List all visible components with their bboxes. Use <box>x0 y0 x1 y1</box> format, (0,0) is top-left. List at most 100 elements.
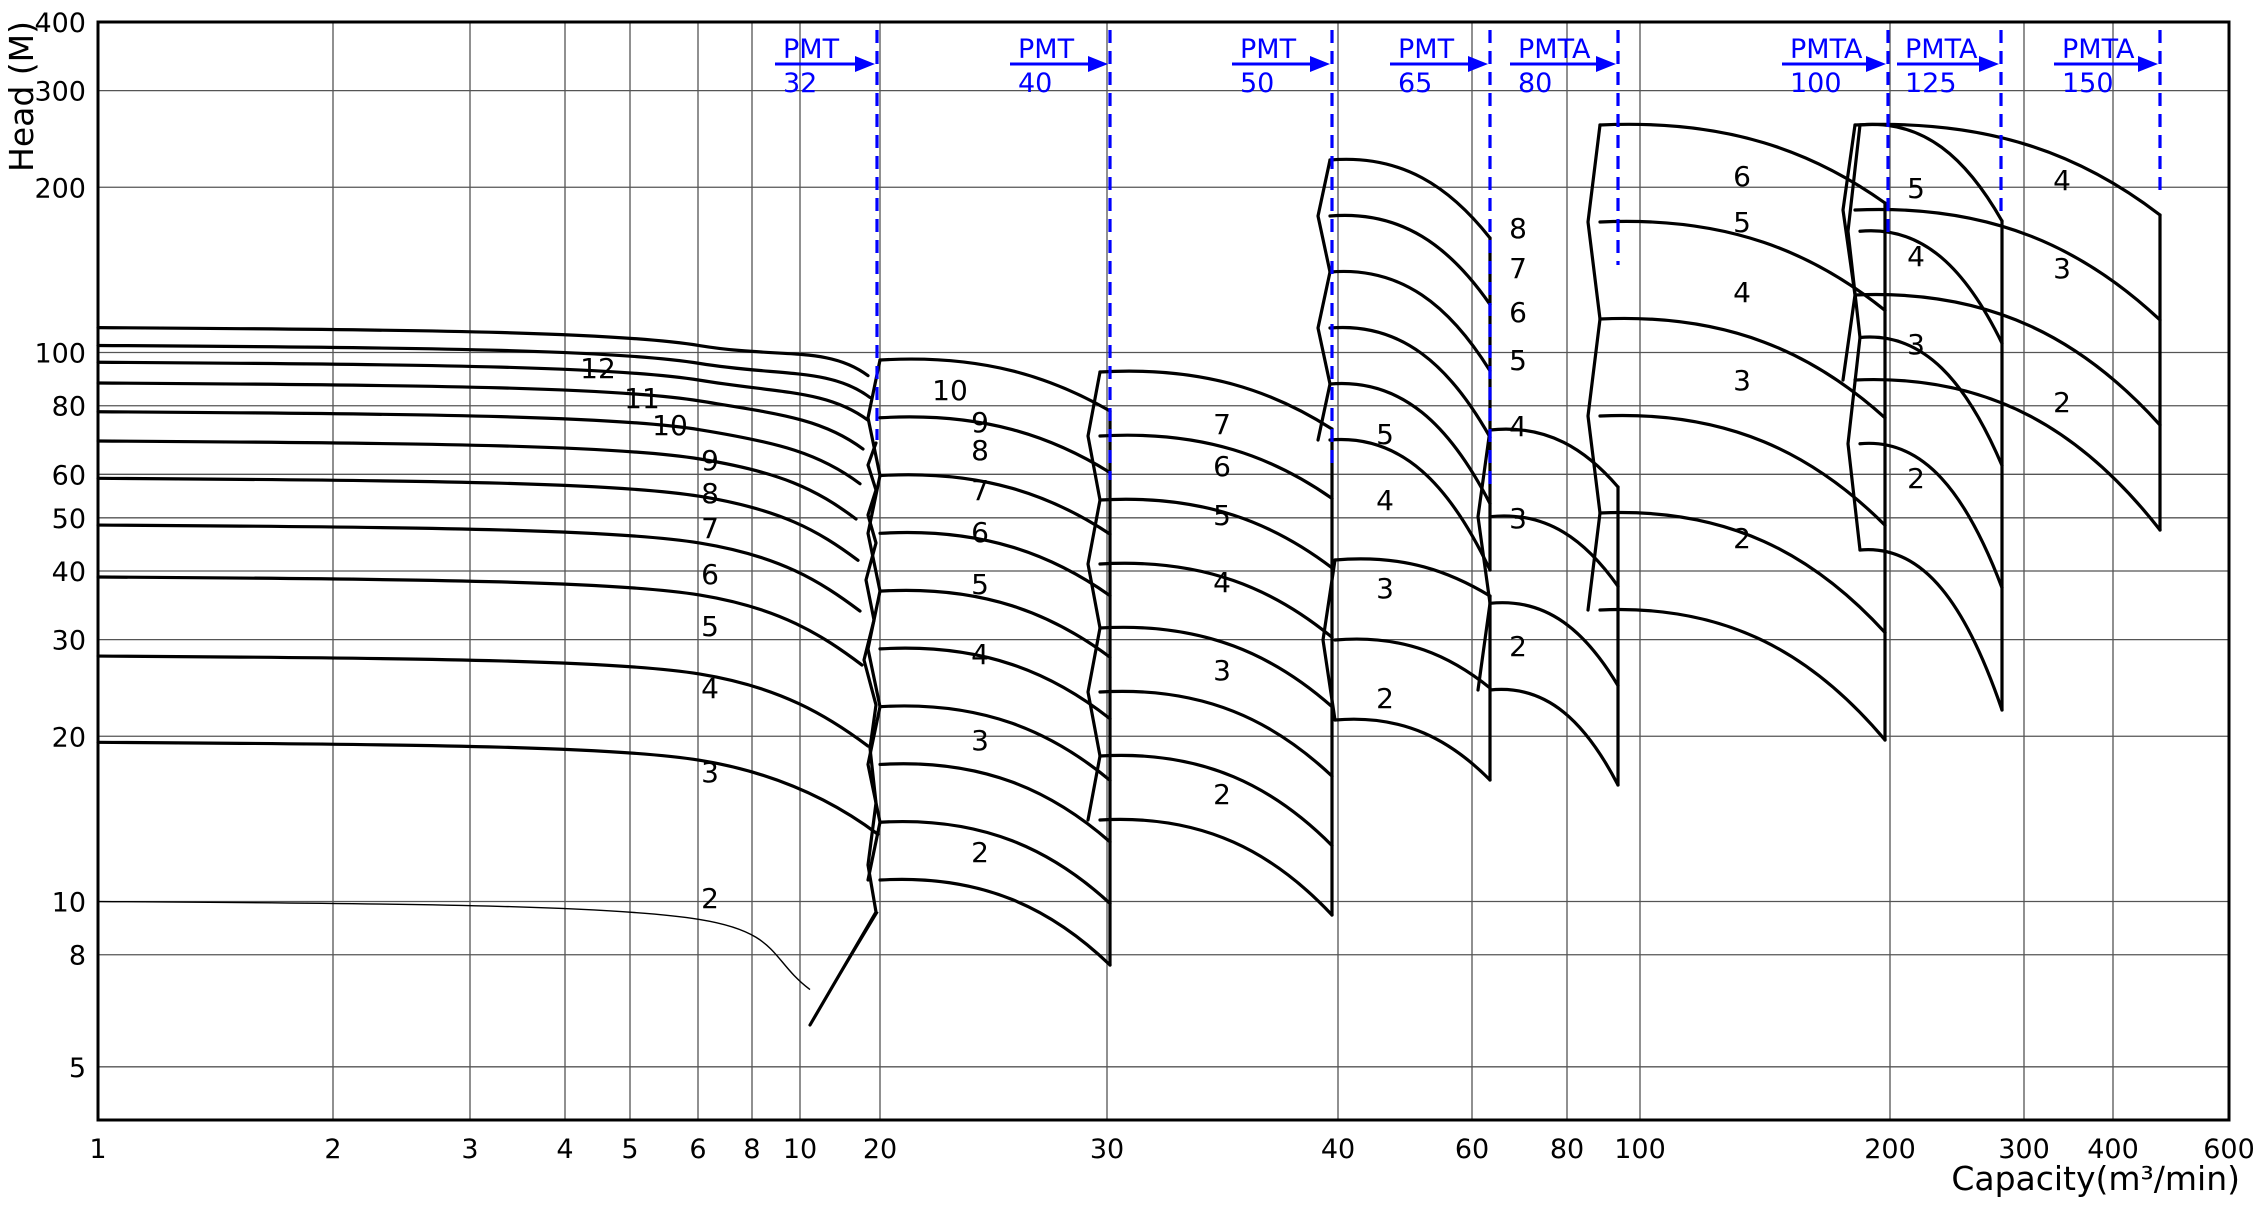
stage-label: 9 <box>971 406 989 439</box>
pump-curves <box>96 122 2162 1027</box>
pmta100-curve <box>1598 413 1887 527</box>
model-size-label: 65 <box>1398 68 1432 99</box>
pmt65-curve-edge <box>1316 158 1332 442</box>
pmt50-curve <box>1098 433 1334 501</box>
stage-label: 3 <box>1376 572 1394 605</box>
pmta80-curve <box>1488 601 1620 688</box>
model-size-label: 150 <box>2062 68 2114 99</box>
pmt40-curve <box>878 530 1112 598</box>
stage-label: 2 <box>701 882 719 915</box>
pmta100-curve <box>1598 607 1887 742</box>
stage-label: 5 <box>1907 172 1925 205</box>
pmt40-curve-edge <box>866 358 882 882</box>
model-series-label: PMTA <box>1518 34 1591 65</box>
pmt65-curve <box>1328 437 1492 572</box>
model-arrowhead <box>855 56 875 72</box>
stage-label: 8 <box>971 434 989 467</box>
stage-label: 5 <box>1509 344 1527 377</box>
pmta150-curve <box>1853 122 2162 217</box>
y-tick-label: 5 <box>69 1053 86 1084</box>
y-tick-label: 100 <box>34 339 86 370</box>
pmt65-lower-curve-edge <box>1321 558 1337 722</box>
stage-curve <box>96 523 862 613</box>
stage-label: 10 <box>932 374 968 407</box>
y-tick-label: 20 <box>52 722 86 753</box>
y-tick-label: 300 <box>34 77 86 108</box>
x-tick-label: 30 <box>1090 1134 1124 1165</box>
x-tick-label: 400 <box>2087 1134 2139 1165</box>
stage-curve <box>96 326 870 378</box>
pmt50-curve <box>1098 561 1334 639</box>
stage-label: 2 <box>1376 682 1394 715</box>
pmta125-curve <box>1858 335 2004 468</box>
model-series-label: PMTA <box>1905 34 1978 65</box>
stage-curve <box>96 575 864 667</box>
stage-label: 7 <box>1509 252 1527 285</box>
stage-label: 8 <box>701 477 719 510</box>
model-size-label: 125 <box>1905 68 1957 99</box>
pmt50-curve <box>1098 369 1334 431</box>
model-size-label: 50 <box>1240 68 1274 99</box>
model-arrowhead <box>1979 56 1999 72</box>
pmta125-curve-edge <box>1846 123 1862 552</box>
stage-label: 3 <box>701 756 719 789</box>
stage-curve <box>96 439 858 521</box>
stage-label: 6 <box>1733 160 1751 193</box>
stage-curve <box>96 476 860 562</box>
y-tick-label: 400 <box>34 8 86 39</box>
x-tick-label: 80 <box>1550 1134 1584 1165</box>
stage-label: 5 <box>1213 499 1231 532</box>
pmt40-curve <box>878 819 1112 906</box>
operating-boundary-thin <box>809 911 879 1026</box>
model-arrowhead <box>1596 56 1616 72</box>
stage-labels: 1211109876543210987654327654325432876543… <box>580 160 2071 915</box>
stage-label: 4 <box>701 672 719 705</box>
stage-label: 4 <box>1509 410 1527 443</box>
stage-label: 7 <box>971 474 989 507</box>
y-tick-label: 10 <box>52 888 86 919</box>
stage-curve <box>96 343 872 400</box>
pmt40-curve <box>878 877 1112 967</box>
model-series-label: PMTA <box>2062 34 2135 65</box>
pmta125-curve <box>1858 548 2004 712</box>
stage-label: 3 <box>971 724 989 757</box>
pmt40-curve <box>878 415 1112 475</box>
pmta100-curve <box>1598 316 1887 420</box>
pmta150-curve <box>1853 292 2162 427</box>
stage-label: 4 <box>1733 276 1751 309</box>
y-tick-label: 200 <box>34 173 86 204</box>
stage-label: 2 <box>1213 778 1231 811</box>
plot-frame <box>96 20 2231 1122</box>
pmt50-curve <box>1098 753 1334 848</box>
model-series-label: PMT <box>783 34 840 65</box>
pmta100-curve <box>1598 122 1887 205</box>
stage-label: 5 <box>701 610 719 643</box>
pmt65-lower-curve <box>1333 557 1492 598</box>
pmt40-curve <box>878 762 1112 844</box>
pmt50-curve <box>1098 497 1334 570</box>
stage-label: 4 <box>1907 240 1925 273</box>
stage-label: 5 <box>1376 418 1394 451</box>
model-limit-markers: PMT32PMT40PMT50PMT65PMTA80PMTA100PMTA125… <box>775 30 2162 485</box>
stage-label: 4 <box>1376 484 1394 517</box>
stage-label: 6 <box>1509 296 1527 329</box>
pmta125-curve <box>1858 441 2004 590</box>
model-arrowhead <box>1866 56 1886 72</box>
stage-label: 4 <box>2053 164 2071 197</box>
x-tick-label: 40 <box>1321 1134 1355 1165</box>
model-series-label: PMT <box>1018 34 1075 65</box>
stage-label: 6 <box>971 516 989 549</box>
x-tick-label: 600 <box>2203 1134 2253 1165</box>
pmta80-curve <box>1488 514 1620 588</box>
stage-curve <box>96 381 865 451</box>
y-tick-label: 80 <box>52 392 86 423</box>
stage-label: 12 <box>580 352 616 385</box>
x-tick-label: 2 <box>324 1134 341 1165</box>
model-arrowhead <box>2138 56 2158 72</box>
pmt50-curve-edge <box>1086 370 1102 822</box>
x-tick-label: 60 <box>1455 1134 1489 1165</box>
stage-label: 11 <box>624 382 660 415</box>
pmt65-curve <box>1328 381 1492 506</box>
pmt65-curve <box>1328 269 1492 373</box>
